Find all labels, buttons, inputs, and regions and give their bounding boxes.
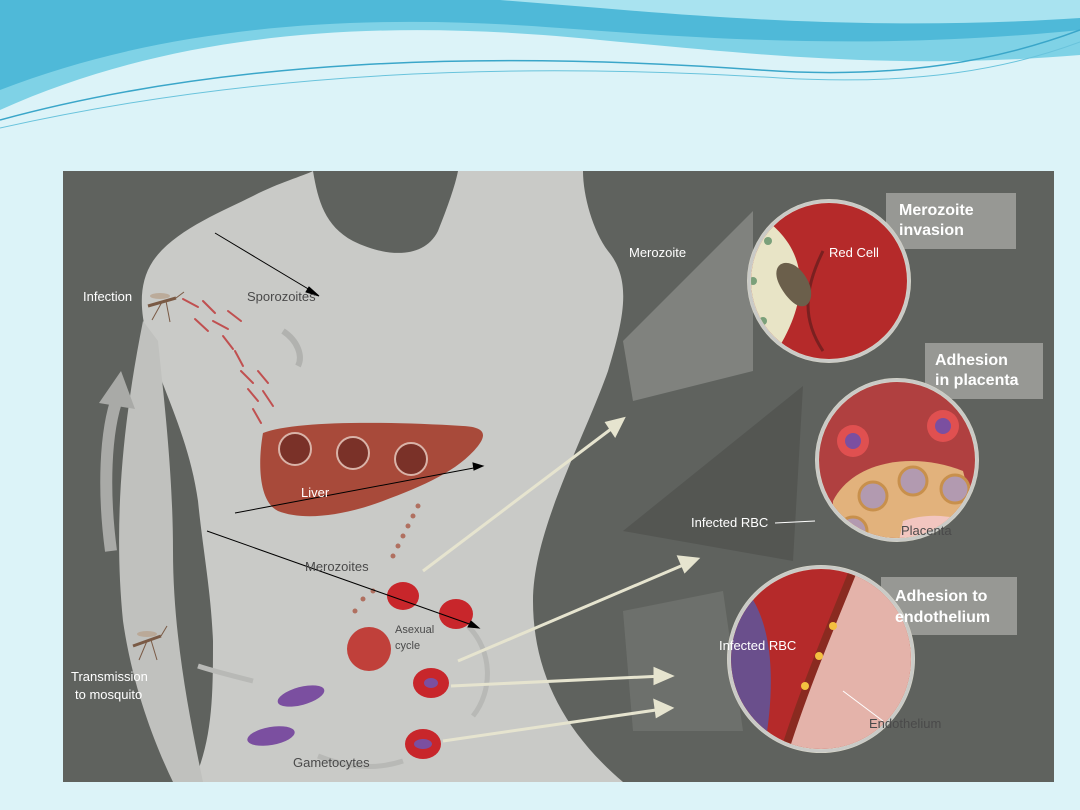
adhesion-endothelium-panel (727, 565, 915, 753)
panel-invasion-title-2: invasion (899, 222, 964, 239)
panel-endothelium-title-2: endothelium (895, 609, 990, 626)
lifecycle-diagram: Infection Sporozoites Liver Merozoites A… (71, 171, 1043, 782)
gametocyte (277, 685, 325, 707)
label-transmission-1: Transmission (71, 669, 148, 684)
panel-pointer-arrows (422, 416, 701, 743)
label-infected-rbc-endothelium: Infected RBC (719, 638, 796, 653)
body-arm (119, 321, 203, 782)
sporozoites-stream (182, 298, 274, 424)
panel-title-box (925, 343, 1043, 399)
label-gametocytes: Gametocytes (293, 755, 370, 770)
panel-invasion-title-1: Merozoite (899, 202, 974, 219)
label-asexual-cycle-1: Asexual (395, 624, 434, 636)
mosquito-icon (147, 291, 185, 323)
panel-placenta-title-2: in placenta (935, 372, 1019, 389)
label-merozoite: Merozoite (629, 245, 686, 260)
ray-endothelium (623, 591, 743, 731)
label-red-cell: Red Cell (829, 245, 879, 260)
cycle-arrow-icon (100, 393, 124, 552)
label-merozoites: Merozoites (305, 559, 369, 574)
panel-placenta-title-1: Adhesion (935, 352, 1008, 369)
red-blood-cell (439, 599, 473, 629)
label-transmission-2: to mosquito (75, 687, 142, 702)
panel-title-box (886, 193, 1016, 249)
merozoite-invasion-panel (747, 199, 911, 363)
panel-endothelium-title-1: Adhesion to (895, 588, 988, 605)
parasite (414, 739, 432, 749)
red-blood-cell-burst (347, 627, 391, 671)
asexual-cycle-arrow (466, 624, 490, 718)
ray-invasion (623, 211, 753, 401)
ray-placenta (623, 386, 803, 561)
cycle-arrowhead (99, 371, 135, 409)
gametocyte-arrow (317, 753, 404, 769)
slide-header-swoosh (0, 0, 1080, 129)
label-placenta: Placenta (901, 523, 952, 538)
mosquito-icon (132, 625, 168, 661)
parasite (424, 678, 438, 688)
gametocyte (247, 726, 295, 746)
label-infected-rbc-placenta: Infected RBC (691, 515, 768, 530)
label-sporozoites: Sporozoites (247, 289, 316, 304)
sporozoite-arrow (281, 328, 303, 368)
transmission-arrow (197, 663, 254, 684)
liver-hepatocyte (278, 432, 312, 466)
malaria-lifecycle-figure: Infection Sporozoites Liver Merozoites A… (63, 171, 1054, 782)
liver-hepatocyte (336, 436, 370, 470)
liver-hepatocyte (394, 442, 428, 476)
label-endothelium: Endothelium (869, 716, 941, 731)
adhesion-placenta-panel (774, 378, 979, 542)
label-infection: Infection (83, 289, 132, 304)
label-asexual-cycle-2: cycle (395, 640, 420, 652)
liver (260, 422, 483, 517)
annotation-arrows (206, 232, 485, 629)
label-liver: Liver (301, 485, 330, 500)
